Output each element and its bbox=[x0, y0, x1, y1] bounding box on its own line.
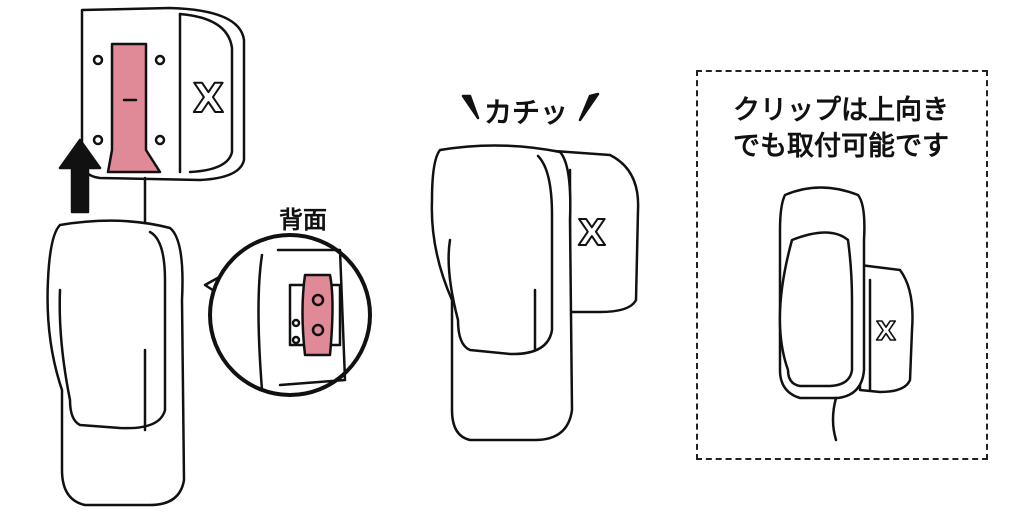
back-view-inset bbox=[203, 233, 372, 397]
note-line-1: クリップは上向き bbox=[733, 95, 949, 126]
attached-device: X bbox=[430, 144, 640, 442]
svg-text:X: X bbox=[578, 213, 606, 254]
clip-holder-left bbox=[46, 219, 186, 507]
svg-text:X: X bbox=[876, 317, 896, 347]
clip-mount-highlight bbox=[106, 42, 162, 174]
click-sound-label: カチッ bbox=[484, 96, 569, 129]
back-side-label: 背面 bbox=[279, 206, 327, 234]
svg-text:X: X bbox=[193, 76, 224, 122]
note-line-2: でも取付可能です bbox=[733, 131, 949, 162]
camera-device-back: X bbox=[80, 6, 246, 224]
device-clip-upward: X bbox=[778, 186, 914, 442]
arrow-up-icon bbox=[58, 138, 102, 214]
click-mark-right-icon bbox=[578, 92, 600, 122]
note-box bbox=[696, 70, 988, 460]
click-mark-left-icon bbox=[461, 94, 480, 120]
